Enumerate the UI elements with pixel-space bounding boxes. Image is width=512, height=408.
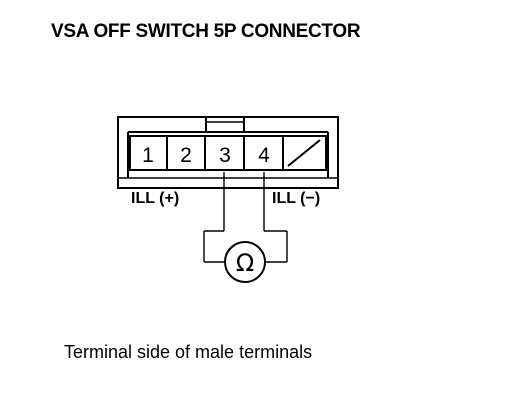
diagram-title: VSA OFF SWITCH 5P CONNECTOR bbox=[51, 21, 361, 42]
pin-3-label: 3 bbox=[219, 144, 231, 167]
connector-housing bbox=[117, 116, 339, 189]
blank-cavity bbox=[282, 135, 327, 171]
blank-cavity-slash bbox=[287, 139, 321, 167]
pin-cavities bbox=[129, 135, 327, 171]
test-leads bbox=[203, 172, 288, 263]
ohm-symbol: Ω bbox=[236, 249, 254, 277]
ill-plus-label: ILL (+) bbox=[131, 190, 179, 207]
ohmmeter-icon: Ω bbox=[224, 241, 266, 283]
pin-1-label: 1 bbox=[142, 144, 154, 167]
pin-2-label: 2 bbox=[180, 144, 192, 167]
ill-minus-label: ILL (−) bbox=[272, 190, 320, 207]
pin-4-label: 4 bbox=[258, 144, 270, 167]
diagram-caption: Terminal side of male terminals bbox=[64, 342, 312, 362]
